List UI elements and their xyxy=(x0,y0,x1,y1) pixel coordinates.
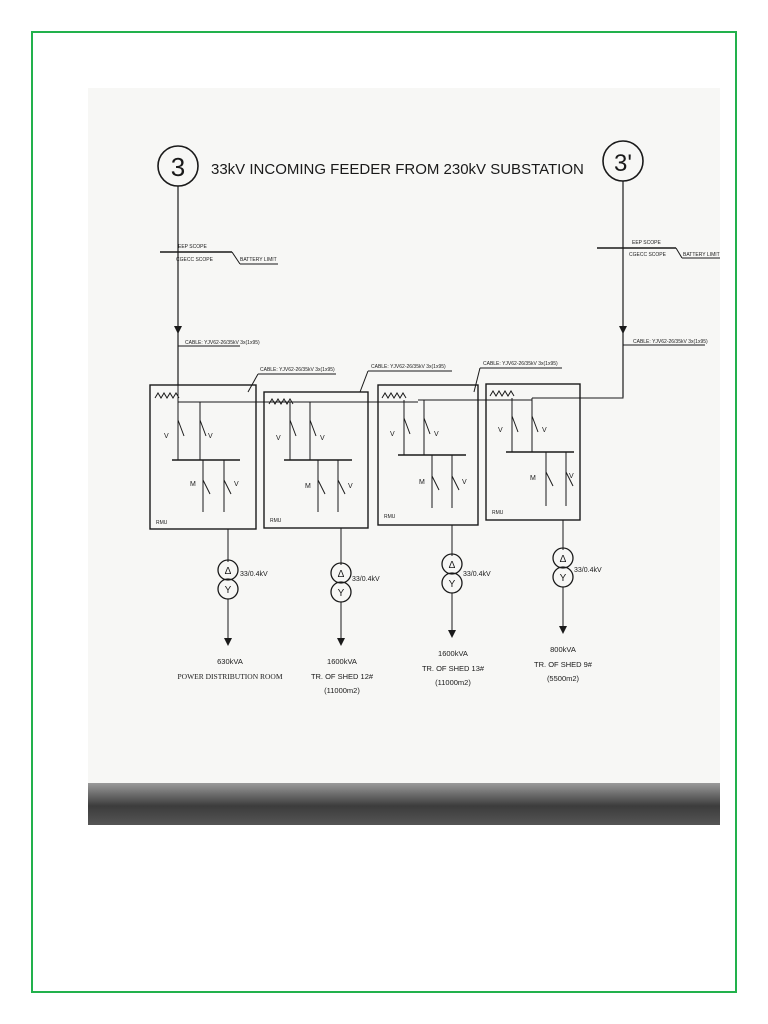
load-area: (5500m2) xyxy=(547,674,580,683)
cable-label-incoming-left: CABLE: YJV62-26/35kV 3x(1x95) xyxy=(185,340,260,346)
load-destination: TR. OF SHED 9# xyxy=(534,660,593,669)
arrow-icon xyxy=(448,630,456,638)
rmu-4: V V M V RMU xyxy=(485,383,581,521)
diagram-title: 33kV INCOMING FEEDER FROM 230kV SUBSTATI… xyxy=(211,161,584,178)
cgecc-scope-label-right: CGECC SCOPE xyxy=(629,252,667,258)
arrow-icon xyxy=(174,326,182,334)
transformer-2: Δ Y 33/0.4kV 1600kVA TR. OF SHED 12# (11… xyxy=(311,562,380,695)
load-rating: 1600kVA xyxy=(327,657,357,666)
wye-icon: Y xyxy=(449,579,456,590)
transformer-3: Δ Y 33/0.4kV 1600kVA TR. OF SHED 13# (11… xyxy=(422,553,491,687)
rmu-3: V V M V RMU xyxy=(377,384,479,526)
delta-icon: Δ xyxy=(560,554,567,565)
transformer-voltage: 33/0.4kV xyxy=(463,571,491,578)
switch-label: V xyxy=(320,435,325,442)
transformer-voltage: 33/0.4kV xyxy=(574,567,602,574)
wye-icon: Y xyxy=(560,573,567,584)
rmu-label: RMU xyxy=(270,518,282,524)
switch-label: V xyxy=(348,483,353,490)
arrow-icon xyxy=(619,326,627,334)
battery-limit-label-left: BATTERY LIMIT xyxy=(240,257,277,263)
feeder-number-right: 3' xyxy=(614,150,632,177)
transformer-voltage: 33/0.4kV xyxy=(240,571,268,578)
delta-icon: Δ xyxy=(449,560,456,571)
switch-label: V xyxy=(208,433,213,440)
cgecc-scope-label-left: CGECC SCOPE xyxy=(176,257,214,263)
load-destination: TR. OF SHED 12# xyxy=(311,672,374,681)
load-rating: 630kVA xyxy=(217,657,243,666)
switch-label: M xyxy=(305,483,311,490)
switch-label: V xyxy=(434,431,439,438)
rmu-label: RMU xyxy=(492,510,504,516)
switch-label: V xyxy=(276,435,281,442)
cable-label-incoming-right: CABLE: YJV62-26/35kV 3x(1x95) xyxy=(633,339,708,345)
rmu-2: V V M V RMU xyxy=(263,391,369,529)
wye-icon: Y xyxy=(225,585,232,596)
switch-label: M xyxy=(190,481,196,488)
eep-scope-label-right: EEP SCOPE xyxy=(632,240,661,246)
rmu-label: RMU xyxy=(156,520,168,526)
switch-label: V xyxy=(390,431,395,438)
arrow-icon xyxy=(337,638,345,646)
cable-label-link-2: CABLE: YJV62-26/35kV 3x(1x95) xyxy=(371,364,446,370)
load-area: (11000m2) xyxy=(435,678,471,687)
battery-limit-label-right: BATTERY LIMIT xyxy=(683,252,720,258)
page-border xyxy=(31,31,737,993)
delta-icon: Δ xyxy=(338,569,345,580)
load-destination: POWER DISTRIBUTION ROOM xyxy=(178,672,283,681)
switch-label: M xyxy=(419,479,425,486)
cable-label-link-3: CABLE: YJV62-26/35kV 3x(1x95) xyxy=(483,361,558,367)
load-destination: TR. OF SHED 13# xyxy=(422,664,485,673)
arrow-icon xyxy=(224,638,232,646)
switch-label: V xyxy=(569,473,574,480)
cable-label-link-1: CABLE: YJV62-26/35kV 3x(1x95) xyxy=(260,367,335,373)
load-area: (11000m2) xyxy=(324,686,360,695)
rmu-1: V V M V RMU xyxy=(149,384,257,530)
switch-label: M xyxy=(530,475,536,482)
switch-label: V xyxy=(164,433,169,440)
sheet-bottom-shadow xyxy=(88,783,720,825)
transformer-4: Δ Y 33/0.4kV 800kVA TR. OF SHED 9# (5500… xyxy=(534,547,602,683)
load-rating: 1600kVA xyxy=(438,649,468,658)
transformer-1: Δ Y 33/0.4kV 630kVA POWER DISTRIBUTION R… xyxy=(178,559,283,681)
rmu-label: RMU xyxy=(384,514,396,520)
switch-label: V xyxy=(498,427,503,434)
switch-label: V xyxy=(234,481,239,488)
switch-label: V xyxy=(542,427,547,434)
switch-label: V xyxy=(462,479,467,486)
delta-icon: Δ xyxy=(225,566,232,577)
load-rating: 800kVA xyxy=(550,645,576,654)
transformer-voltage: 33/0.4kV xyxy=(352,576,380,583)
eep-scope-label-left: EEP SCOPE xyxy=(178,244,207,250)
feeder-number-left: 3 xyxy=(171,152,185,182)
wye-icon: Y xyxy=(338,588,345,599)
arrow-icon xyxy=(559,626,567,634)
